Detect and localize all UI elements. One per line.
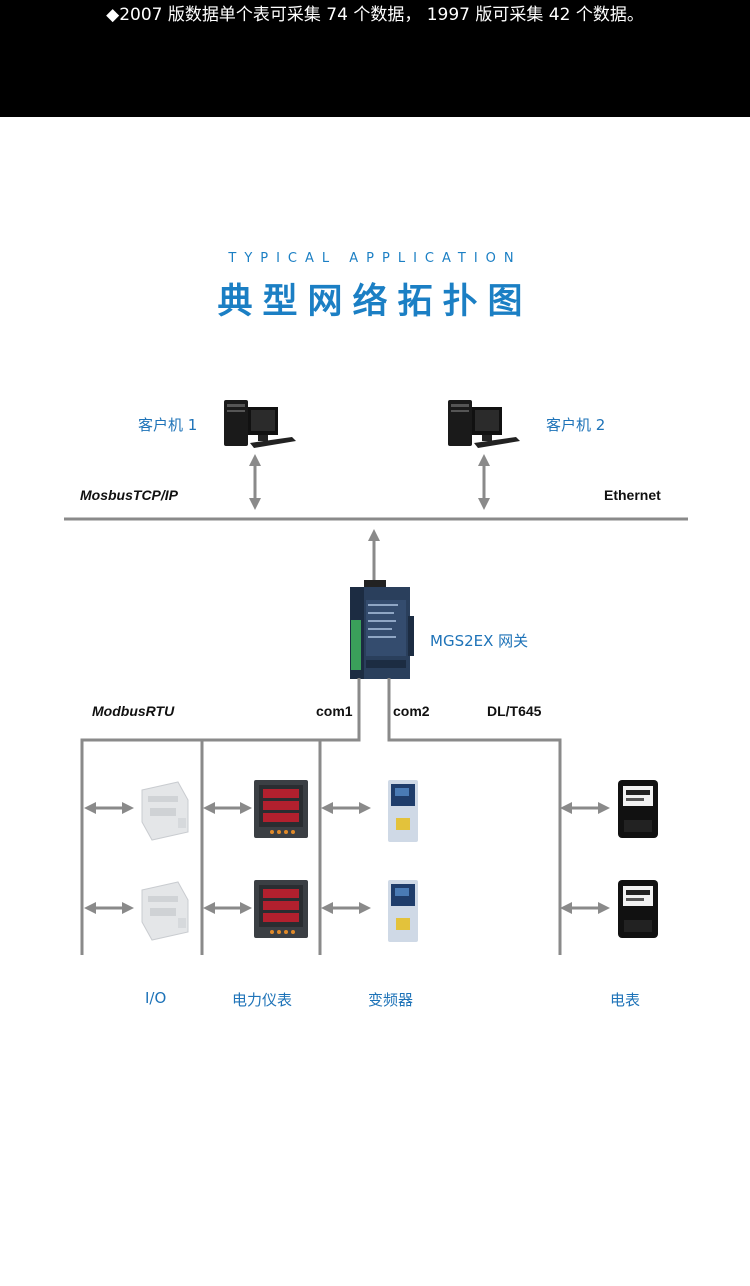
section-subtitle: TYPICAL APPLICATION — [228, 251, 522, 266]
com1-label: com1 — [316, 703, 353, 719]
inverter-icon-2 — [388, 880, 418, 942]
io-label: I/O — [145, 989, 167, 1007]
rtu-bus-line-com1 — [80, 678, 361, 955]
top-banner: ◆2007 版数据单个表可采集 74 个数据， 1997 版可采集 42 个数据… — [0, 0, 750, 117]
section-title: 典型网络拓扑图 — [217, 282, 533, 322]
rtu-protocol-label: ModbusRTU — [92, 703, 175, 719]
inverter-label: 变频器 — [368, 991, 414, 1009]
energy-meter-label: 电表 — [610, 991, 641, 1009]
ethernet-label: Ethernet — [604, 487, 661, 503]
gateway-device-icon — [350, 580, 414, 679]
gateway-label: MGS2EX 网关 — [430, 632, 529, 650]
energy-meter-icon-1 — [618, 780, 658, 838]
client1-label: 客户机 1 — [138, 416, 198, 434]
tcp-protocol-label: MosbusTCP/IP — [80, 487, 179, 503]
dlt645-label: DL/T645 — [487, 703, 542, 719]
power-meter-icon-2 — [254, 880, 308, 938]
energy-meter-icon-2 — [618, 880, 658, 938]
io-module-icon-1 — [141, 781, 189, 841]
inverter-icon-1 — [388, 780, 418, 842]
rtu-bus-line-com2 — [387, 678, 562, 955]
io-module-icon-2 — [141, 881, 189, 941]
client2-label: 客户机 2 — [546, 416, 606, 434]
com2-label: com2 — [393, 703, 430, 719]
computer-icon-client1 — [224, 400, 296, 448]
data-capacity-note: ◆2007 版数据单个表可采集 74 个数据， 1997 版可采集 42 个数据… — [106, 5, 644, 25]
power-meter-label: 电力仪表 — [232, 991, 293, 1009]
power-meter-icon-1 — [254, 780, 308, 838]
computer-icon-client2 — [448, 400, 520, 448]
